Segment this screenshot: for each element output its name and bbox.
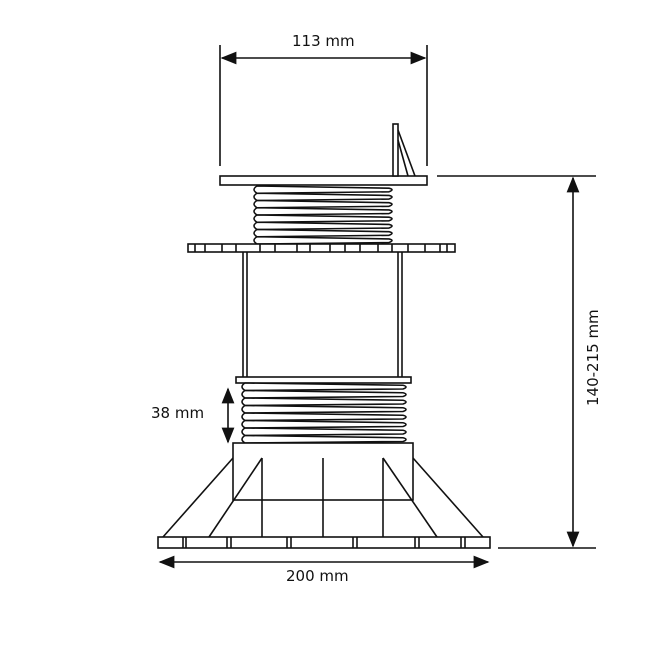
thread-ridge <box>241 389 407 399</box>
base-width-label: 200 mm <box>286 567 349 585</box>
thread-ridge <box>241 419 407 429</box>
thread-ridge <box>253 235 393 245</box>
thread-height-label: 38 mm <box>151 404 205 422</box>
thread-ridge <box>253 214 393 224</box>
thread-ridge <box>253 228 393 238</box>
thread-ridge <box>253 221 393 231</box>
thread-ridge <box>241 427 407 437</box>
thread-ridge <box>241 404 407 414</box>
height-range-label: 140-215 mm <box>584 309 602 406</box>
thread-ridge <box>241 434 407 444</box>
middle-plate <box>187 243 456 253</box>
base <box>157 442 491 549</box>
thread-ridge <box>253 206 393 216</box>
thread-ridge <box>253 199 393 209</box>
thread-ridge <box>253 192 393 202</box>
thread-ridge <box>241 412 407 422</box>
lower-plate <box>235 376 412 384</box>
thread-ridge <box>241 397 407 407</box>
top-width-dimension <box>219 45 428 166</box>
upper-thread <box>253 185 393 245</box>
top-head-plate <box>219 123 428 186</box>
lower-thread <box>241 382 407 444</box>
thread-ridge <box>241 382 407 392</box>
top-width-label: 113 mm <box>292 32 355 50</box>
thread-ridge <box>253 185 393 195</box>
height-dimension <box>437 175 596 549</box>
extension-rods <box>242 252 403 377</box>
